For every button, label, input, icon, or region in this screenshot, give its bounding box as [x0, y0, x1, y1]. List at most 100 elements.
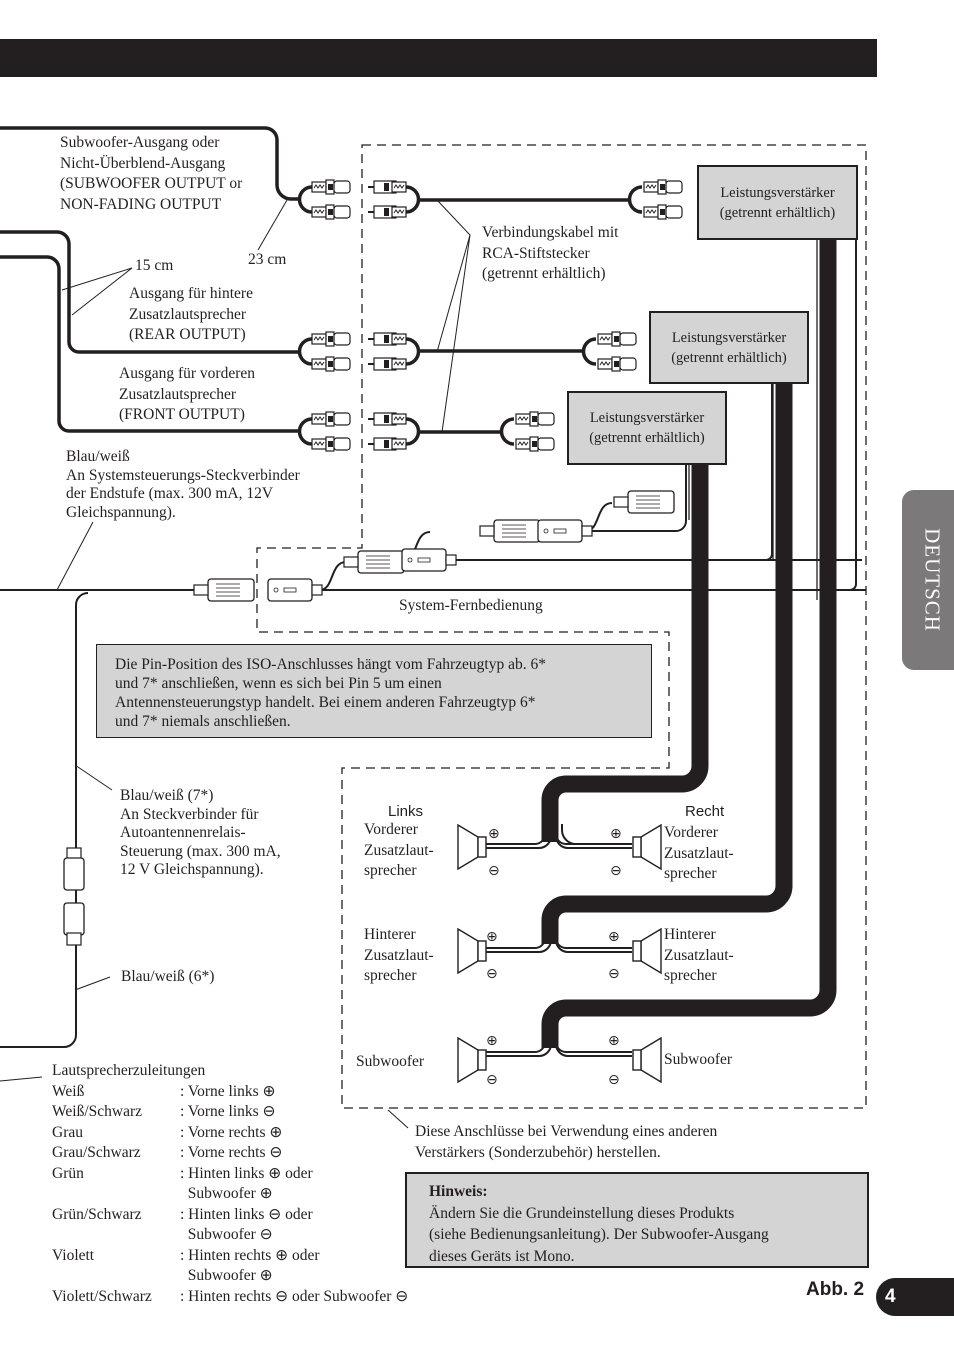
- plus-icon: ⊕: [608, 929, 620, 945]
- legend-row: Grün : Hinten links ⊕ oder: [52, 1164, 408, 1185]
- length-23cm-label: 23 cm: [248, 251, 287, 268]
- wire-assignment: Subwoofer ⊕: [180, 1267, 273, 1284]
- amp-title: Leistungsverstärker: [589, 410, 705, 426]
- figure-label: Abb. 2: [806, 1279, 865, 1300]
- optional-zones: [256, 144, 867, 1109]
- amp-speaker-cables: [541, 240, 837, 1048]
- spade-connector: [343, 550, 405, 574]
- head-unit-wires: [0, 126, 300, 433]
- rca-pair-subwoofer: [297, 179, 630, 220]
- subwoofer-right-label: Subwoofer: [664, 1051, 733, 1068]
- subwoofer-left-label: Subwoofer: [356, 1053, 425, 1070]
- front-right-speaker-label: Vorderer Zusatzlaut- sprecher: [664, 824, 734, 882]
- legend-row: Grau/Schwarz : Vorne rechts ⊖: [52, 1143, 408, 1164]
- amp-title: Leistungsverstärker: [671, 329, 787, 346]
- length-15cm-label: 15 cm: [135, 257, 174, 274]
- speaker-leads-legend: Lautsprecherzuleitungen Weiß : Vorne link…: [52, 1061, 408, 1307]
- wire-assignment: : Hinten links ⊖ oder: [180, 1205, 313, 1223]
- wire-color: Violett: [52, 1246, 95, 1264]
- wire-assignment: : Vorne rechts ⊕: [180, 1123, 283, 1141]
- speakers: [457, 824, 662, 1083]
- wire-assignment: : Hinten links ⊕ oder: [180, 1164, 313, 1182]
- other-amp-note: Diese Anschlüsse bei Verwendung eines an…: [415, 1123, 718, 1161]
- page-number: 4: [876, 1278, 954, 1316]
- rear-left-speaker-label: Hinterer Zusatzlaut- sprecher: [364, 926, 434, 984]
- leader-lines: [0, 199, 471, 1129]
- spade-connector: [193, 578, 255, 602]
- plus-icon: ⊕: [486, 929, 498, 945]
- power-amplifier-2: Leistungsverstärker (getrennt erhältlich…: [649, 311, 809, 384]
- hinweis-text: Ändern Sie die Grundeinstellung dieses P…: [429, 1204, 769, 1265]
- wire-assignment: : Hinten rechts ⊖ oder Subwoofer ⊖: [180, 1287, 409, 1305]
- front-left-speaker-label: Vorderer Zusatzlaut- sprecher: [364, 821, 434, 879]
- system-remote-wires: [0, 240, 866, 1048]
- rca-pair-front: [297, 411, 502, 452]
- spade-connector: [479, 519, 541, 543]
- power-amplifier-1: Leistungsverstärker (getrennt erhältlich…: [697, 165, 858, 240]
- language-tab: DEUTSCH: [902, 490, 954, 670]
- minus-icon: ⊖: [608, 966, 620, 982]
- legend-title: Lautsprecherzuleitungen: [52, 1062, 206, 1079]
- wire-assignment: : Vorne links ⊖: [180, 1103, 276, 1120]
- plus-icon: ⊕: [610, 826, 622, 842]
- wire-color: Grau/Schwarz: [52, 1144, 141, 1161]
- rca-pair-rear: [297, 331, 584, 372]
- legend-row: Grau: Vorne rechts ⊕: [52, 1123, 408, 1144]
- hinweis-note: Hinweis: Ändern Sie die Grundeinstellung…: [405, 1172, 869, 1268]
- amp-title: Leistungsverstärker: [720, 184, 835, 201]
- plus-icon: ⊕: [608, 1033, 620, 1049]
- antenna-connectors: [63, 847, 85, 946]
- legend-row: Subwoofer ⊕: [52, 1266, 408, 1287]
- wire-assignment: : Hinten rechts ⊕ oder: [180, 1246, 320, 1264]
- minus-icon: ⊖: [486, 1072, 498, 1088]
- blue-white-system-label: Blau/weiß An Systemsteuerungs-Steckverbi…: [66, 448, 300, 521]
- legend-row: Violett : Hinten rechts ⊕ oder: [52, 1246, 408, 1267]
- left-header: Links: [388, 803, 424, 820]
- iso-pin-note: Die Pin-Position des ISO-Anschlusses hän…: [96, 644, 652, 738]
- spade-connector: [267, 578, 323, 602]
- wire-color: [52, 1184, 180, 1205]
- wire-assignment: : Vorne links ⊕: [180, 1082, 276, 1100]
- blue-white-7-label: Blau/weiß (7*) An Steckverbinder für Aut…: [120, 787, 281, 878]
- legend-row: Subwoofer ⊖: [52, 1225, 408, 1246]
- language-tab-label: DEUTSCH: [920, 528, 945, 632]
- plus-icon: ⊕: [486, 1033, 498, 1049]
- subwoofer-output-label: Subwoofer-Ausgang oder Nicht-Überblend-A…: [60, 134, 243, 213]
- rear-output-label: Ausgang für hintere Zusatzlautsprecher (…: [129, 285, 253, 343]
- right-header: Recht: [685, 803, 725, 820]
- spade-connector: [613, 490, 675, 514]
- hinweis-title: Hinweis:: [429, 1183, 488, 1200]
- header-bar: [0, 39, 877, 77]
- rca-cable-label: Verbindungskabel mit RCA-Stiftstecker (g…: [482, 224, 619, 282]
- wire-color: Grün: [52, 1164, 84, 1182]
- wire-assignment: : Vorne rechts ⊖: [180, 1144, 283, 1161]
- rear-right-speaker-label: Hinterer Zusatzlaut- sprecher: [664, 926, 734, 984]
- amp-thin-lines: [688, 240, 818, 600]
- wire-assignment: Subwoofer ⊖: [180, 1226, 273, 1243]
- spade-connector: [537, 519, 593, 543]
- amp-subtitle: (getrennt erhältlich): [589, 430, 705, 446]
- legend-row: Violett/Schwarz : Hinten rechts ⊖ oder Su…: [52, 1287, 408, 1308]
- wire-color: [52, 1225, 180, 1246]
- blue-white-6-label: Blau/weiß (6*): [121, 968, 215, 985]
- plus-icon: ⊕: [488, 826, 500, 842]
- minus-icon: ⊖: [610, 863, 622, 879]
- wire-assignment: Subwoofer ⊕: [180, 1185, 273, 1202]
- minus-icon: ⊖: [488, 863, 500, 879]
- wire-color: Weiß/Schwarz: [52, 1103, 142, 1120]
- legend-row: Subwoofer ⊕: [52, 1184, 408, 1205]
- front-output-label: Ausgang für vorderen Zusatzlautsprecher …: [119, 365, 256, 423]
- legend-row: Grün/Schwarz : Hinten links ⊖ oder: [52, 1205, 408, 1226]
- wire-color: Grün/Schwarz: [52, 1205, 142, 1223]
- system-remote-label: System-Fernbedienung: [399, 597, 543, 614]
- legend-row: Weiß/Schwarz : Vorne links ⊖: [52, 1102, 408, 1123]
- minus-icon: ⊖: [608, 1072, 620, 1088]
- amp-subtitle: (getrennt erhältlich): [671, 349, 787, 366]
- rca-amp-inputs: [499, 179, 683, 452]
- legend-row: Weiß : Vorne links ⊕: [52, 1082, 408, 1103]
- amp-subtitle: (getrennt erhältlich): [719, 204, 836, 221]
- wire-color: Weiß: [52, 1082, 85, 1100]
- spade-connector: [401, 548, 457, 572]
- wire-color: Violett/Schwarz: [52, 1287, 152, 1305]
